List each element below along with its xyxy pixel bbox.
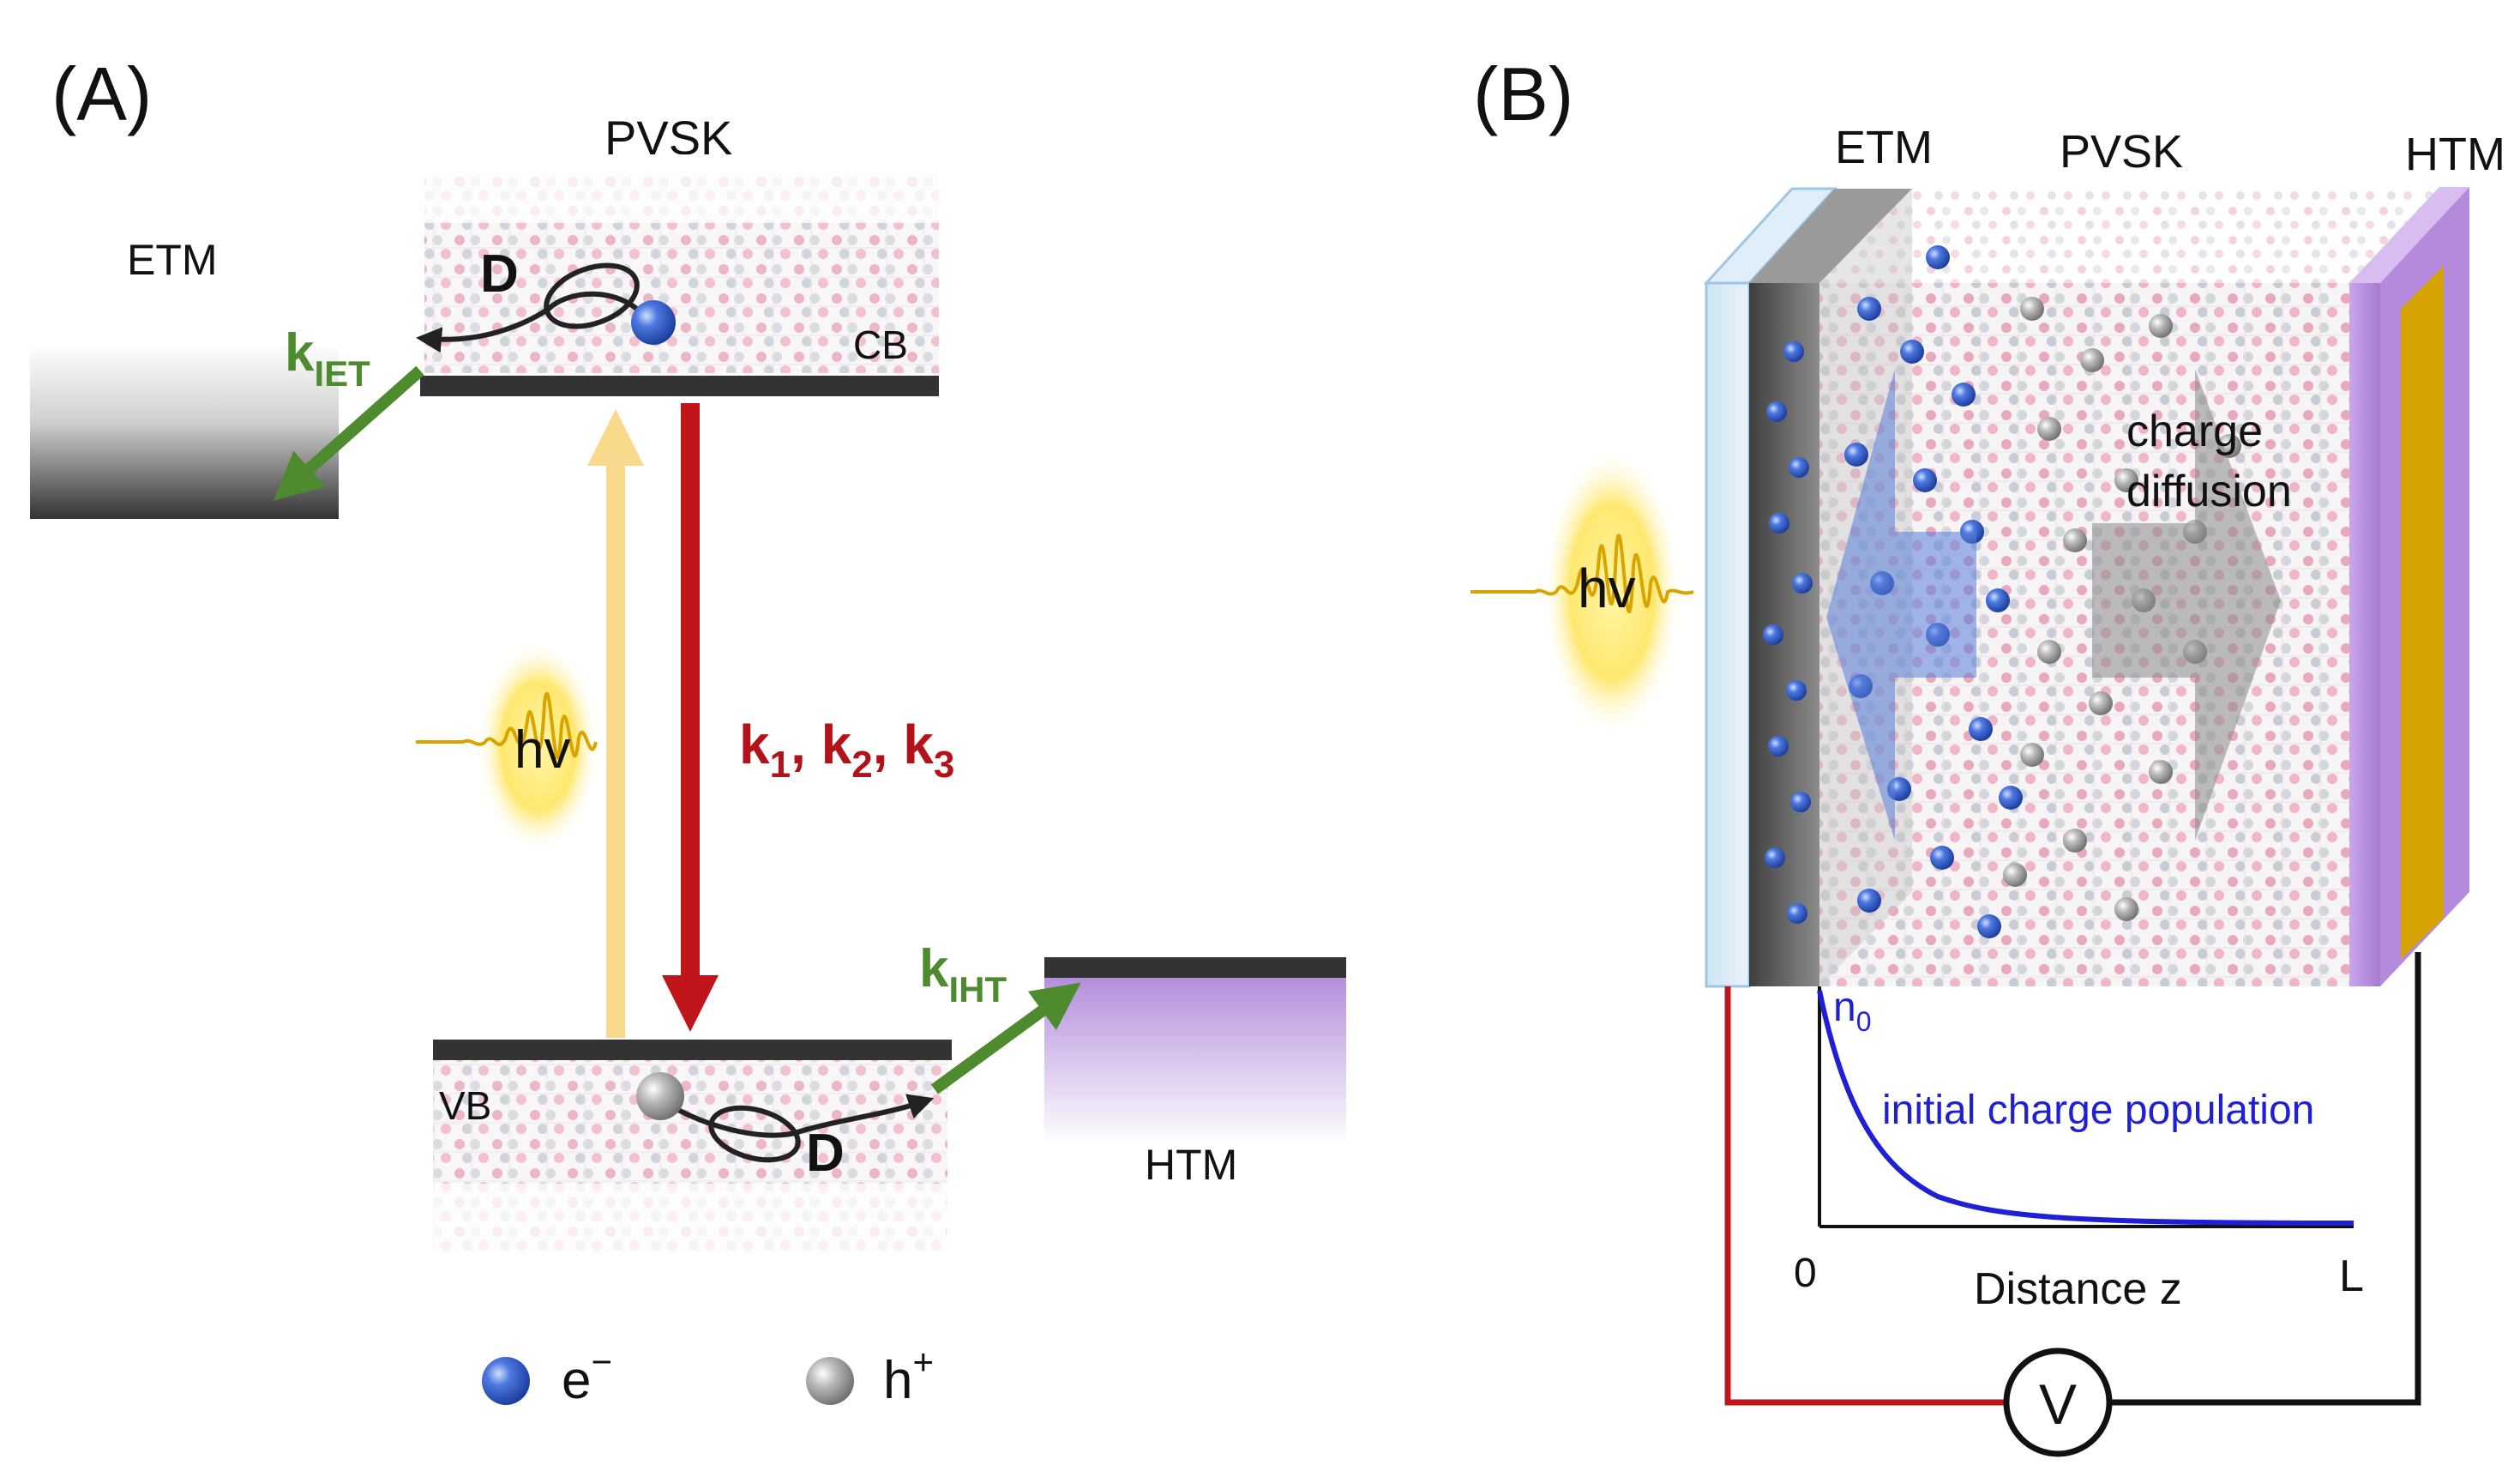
wire-black: [2109, 952, 2421, 1406]
cb-label: CB: [853, 323, 908, 367]
legend-electron-label: e−: [562, 1341, 612, 1410]
k-iht-arrow: [930, 982, 1081, 1094]
diffusion-loop-vb: [708, 1105, 801, 1163]
photon-wave-a: [416, 691, 598, 760]
etm-label-a: ETM: [127, 236, 218, 284]
glass-layer-b: [1705, 281, 1751, 988]
hv-label-b: hv: [1578, 558, 1636, 619]
wire-red: [1724, 986, 2006, 1406]
electron-cb: [631, 300, 676, 345]
pvsk-label-b: PVSK: [2060, 126, 2183, 178]
voltmeter-label: V: [2039, 1372, 2077, 1436]
hv-label-a: hv: [514, 720, 570, 780]
charge-diffusion-line1: charge: [2126, 407, 2263, 456]
htm-top-b: [2349, 187, 2469, 283]
panel-a: (A) PVSK ETM HTM CB VB D D: [30, 51, 1346, 1410]
panel-a-label: (A): [51, 51, 152, 136]
htm-layer-b: [2349, 283, 2380, 986]
axis-zero-label: 0: [1794, 1251, 1817, 1296]
diffusion-loop-cb: [544, 262, 640, 329]
htm-label-a: HTM: [1145, 1141, 1237, 1189]
hole-diffusion-arrow: [2092, 369, 2281, 841]
population-curve: [1817, 990, 2355, 1226]
htm-block-a: [1044, 978, 1346, 1145]
panel-b: (B) ETM PVSK HTM: [1471, 51, 2505, 1457]
voltmeter-icon: [2003, 1347, 2113, 1457]
initial-population-label: initial charge population: [1882, 1088, 2314, 1133]
electron-diffusion-arrow: [1826, 369, 1976, 841]
n0-label: n0: [1833, 985, 1872, 1037]
cb-band: [420, 376, 939, 396]
legend-hole-icon: [806, 1357, 854, 1405]
photon-glow-b: [1542, 446, 1682, 738]
htm-band-a: [1044, 957, 1346, 978]
vb-band: [433, 1040, 952, 1060]
axis-end-label: L: [2339, 1251, 2364, 1301]
photon-wave-b: [1471, 534, 1694, 613]
d-label-cb: D: [480, 244, 519, 304]
htm-label-b: HTM: [2405, 129, 2505, 180]
gold-contact-b: [2401, 266, 2444, 959]
etm-layer-b: [1749, 283, 1819, 986]
k-iet-label: kIET: [285, 323, 370, 394]
axis-title: Distance z: [1974, 1264, 2182, 1314]
k-iht-label: kIHT: [919, 939, 1007, 1010]
legend-hole-label: h+: [883, 1341, 934, 1410]
pvsk-lattice-vb-fade: [433, 1184, 947, 1261]
etm-electrons: [1763, 341, 1813, 924]
charge-diffusion-line2: diffusion: [2126, 467, 2292, 516]
pvsk-top-face-b: [1819, 187, 2439, 283]
etm-top-b: [1749, 189, 1912, 283]
legend-electron-icon: [482, 1357, 530, 1405]
vb-label: VB: [439, 1083, 491, 1128]
k-rates-label: k1, k2, k3: [739, 714, 954, 786]
pvsk-lattice-cb-fade: [424, 154, 939, 223]
hole-vb: [636, 1072, 684, 1120]
d-label-vb: D: [806, 1124, 845, 1183]
panel-b-label: (B): [1473, 51, 1573, 136]
etm-label-b: ETM: [1835, 122, 1933, 173]
k-iet-arrow: [274, 365, 424, 501]
